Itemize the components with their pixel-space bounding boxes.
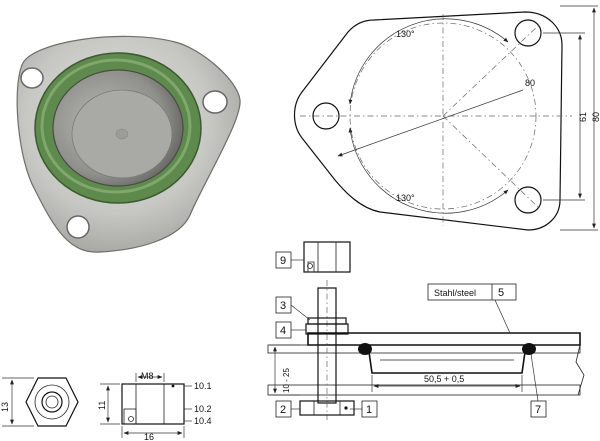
ref-10-1: 10.1 [194, 381, 212, 391]
callout-9: 9 [280, 255, 286, 267]
flange-hole-bottom [66, 215, 90, 239]
dim-nut-height: 11 [97, 401, 107, 410]
nut-detail-side: M8 11 16 10.1 10.2 10.4 [97, 371, 212, 441]
callout-4: 4 [280, 325, 286, 337]
dim-angle-top: 130° [396, 29, 415, 39]
callout-box-7 [530, 400, 547, 418]
dim-nut-height-left: 13 [0, 402, 10, 412]
callout-1: 1 [366, 404, 372, 416]
nut-bottom [299, 400, 355, 416]
dim-nut-width: 16 [144, 432, 154, 441]
nut-4 [305, 323, 349, 335]
callout-7: 7 [535, 404, 541, 416]
dim-thickness: 10 - 25 [282, 368, 291, 393]
flange-hole-right [202, 90, 228, 114]
hole-bottom [514, 186, 542, 214]
nut-detail-front: 13 [0, 377, 79, 427]
ref-10-4: 10.4 [194, 416, 212, 426]
flange-photo [16, 35, 241, 253]
flange-hole-left [20, 67, 44, 89]
seal-right [522, 343, 536, 355]
cup-section [367, 344, 527, 374]
ref-10-2: 10.2 [194, 404, 212, 414]
dim-thread: M8 [141, 371, 154, 381]
material-label: Stahl/steel [434, 288, 476, 298]
dim-angle-bottom: 130° [396, 193, 415, 203]
dim-radius: 80 [525, 78, 535, 88]
dim-hole-spacing: 61 [578, 112, 588, 122]
seal-left [358, 343, 372, 355]
hole-left [312, 102, 340, 130]
cup-center [115, 128, 129, 140]
flange-top-view: 130° 130° 80 61 80 [293, 5, 600, 231]
hole-top [514, 19, 542, 47]
dim-overall-height: 80 [591, 112, 600, 122]
callout-5: 5 [498, 287, 504, 299]
assembly-section: 10 - 25 50,5 + 0,5 Stahl/steel 5 3 4 2 1… [267, 280, 585, 420]
dim-bore: 50,5 + 0,5 [424, 374, 464, 384]
flange-plate-section [307, 332, 581, 346]
callout-3: 3 [280, 300, 286, 312]
seal-ring-highlight [40, 58, 192, 194]
cap-nut-part: 9 [275, 241, 351, 273]
wall-lower [267, 384, 581, 396]
callout-2: 2 [280, 404, 286, 416]
material-box [427, 283, 517, 301]
flange-outline [293, 11, 563, 231]
